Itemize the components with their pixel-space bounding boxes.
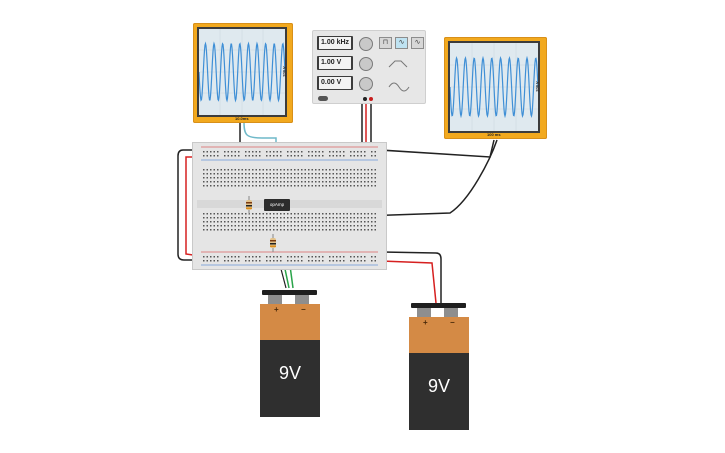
oscilloscope-right-volt-label: 200 V	[534, 81, 540, 92]
battery-left-top	[260, 304, 320, 340]
battery-left-plus-terminal[interactable]	[268, 295, 282, 304]
sine-wave-button[interactable]: ∿	[395, 37, 408, 49]
offset-value: 0.00 V	[319, 77, 351, 89]
frequency-value: 1.00 kHz	[319, 37, 351, 49]
wire-left-rail-black	[177, 149, 200, 261]
offset-knob[interactable]	[359, 77, 373, 91]
battery-right-minus-sign: −	[450, 318, 455, 327]
battery-left-minus-terminal[interactable]	[295, 295, 309, 304]
wire-right-battery-red	[379, 260, 437, 304]
wire-right-battery-black	[381, 251, 442, 303]
terminal-negative[interactable]	[363, 97, 367, 101]
opamp-chip[interactable]: opAmp	[264, 199, 290, 211]
frequency-knob[interactable]	[359, 37, 373, 51]
terminal-positive[interactable]	[369, 97, 373, 101]
wire-scope-right-2	[361, 139, 498, 217]
amplitude-value: 1.00 V	[319, 57, 351, 69]
frequency-display: 1.00 kHz	[317, 36, 353, 50]
square-wave-button[interactable]: ⊓	[379, 37, 392, 49]
battery-left-cap	[262, 290, 317, 295]
oscilloscope-left[interactable]: 200 V 10.0ms	[193, 23, 293, 123]
oscilloscope-left-volt-label: 200 V	[281, 66, 287, 77]
battery-left-plus-sign: +	[274, 305, 279, 314]
power-toggle[interactable]	[318, 96, 328, 101]
battery-right-cap	[411, 303, 466, 308]
resistor-2[interactable]	[268, 234, 278, 252]
battery-right-top	[409, 317, 469, 353]
oscilloscope-right-time-label: 100 ms	[487, 132, 501, 137]
battery-left[interactable]: + − 9V	[258, 288, 320, 418]
oscilloscope-right-screen	[448, 41, 540, 133]
opamp-label: opAmp	[269, 202, 285, 207]
oscilloscope-left-screen	[197, 27, 287, 117]
amplitude-knob[interactable]	[359, 57, 373, 71]
battery-left-minus-sign: −	[301, 305, 306, 314]
triangle-wave-button[interactable]: ∿	[411, 37, 424, 49]
battery-right-label: 9V	[409, 353, 469, 430]
battery-left-label: 9V	[260, 340, 320, 417]
function-generator[interactable]: 1.00 kHz 1.00 V 0.00 V ⊓ ∿ ∿	[312, 30, 426, 104]
oscilloscope-left-time-label: 10.0ms	[235, 116, 249, 121]
battery-right[interactable]: + − 9V	[407, 302, 469, 432]
offset-display: 0.00 V	[317, 76, 353, 90]
battery-right-plus-terminal[interactable]	[417, 308, 431, 317]
wire-scope-right-1	[379, 139, 495, 158]
resistor-1[interactable]	[244, 196, 254, 214]
battery-right-minus-terminal[interactable]	[444, 308, 458, 317]
oscilloscope-left-trace	[199, 29, 285, 115]
amplitude-display: 1.00 V	[317, 56, 353, 70]
oscilloscope-right[interactable]: 200 V 100 ms	[444, 37, 547, 139]
battery-right-plus-sign: +	[423, 318, 428, 327]
waveform-icons	[388, 60, 410, 92]
oscilloscope-right-trace	[450, 43, 538, 131]
wire-scope-left-blue	[243, 121, 277, 180]
